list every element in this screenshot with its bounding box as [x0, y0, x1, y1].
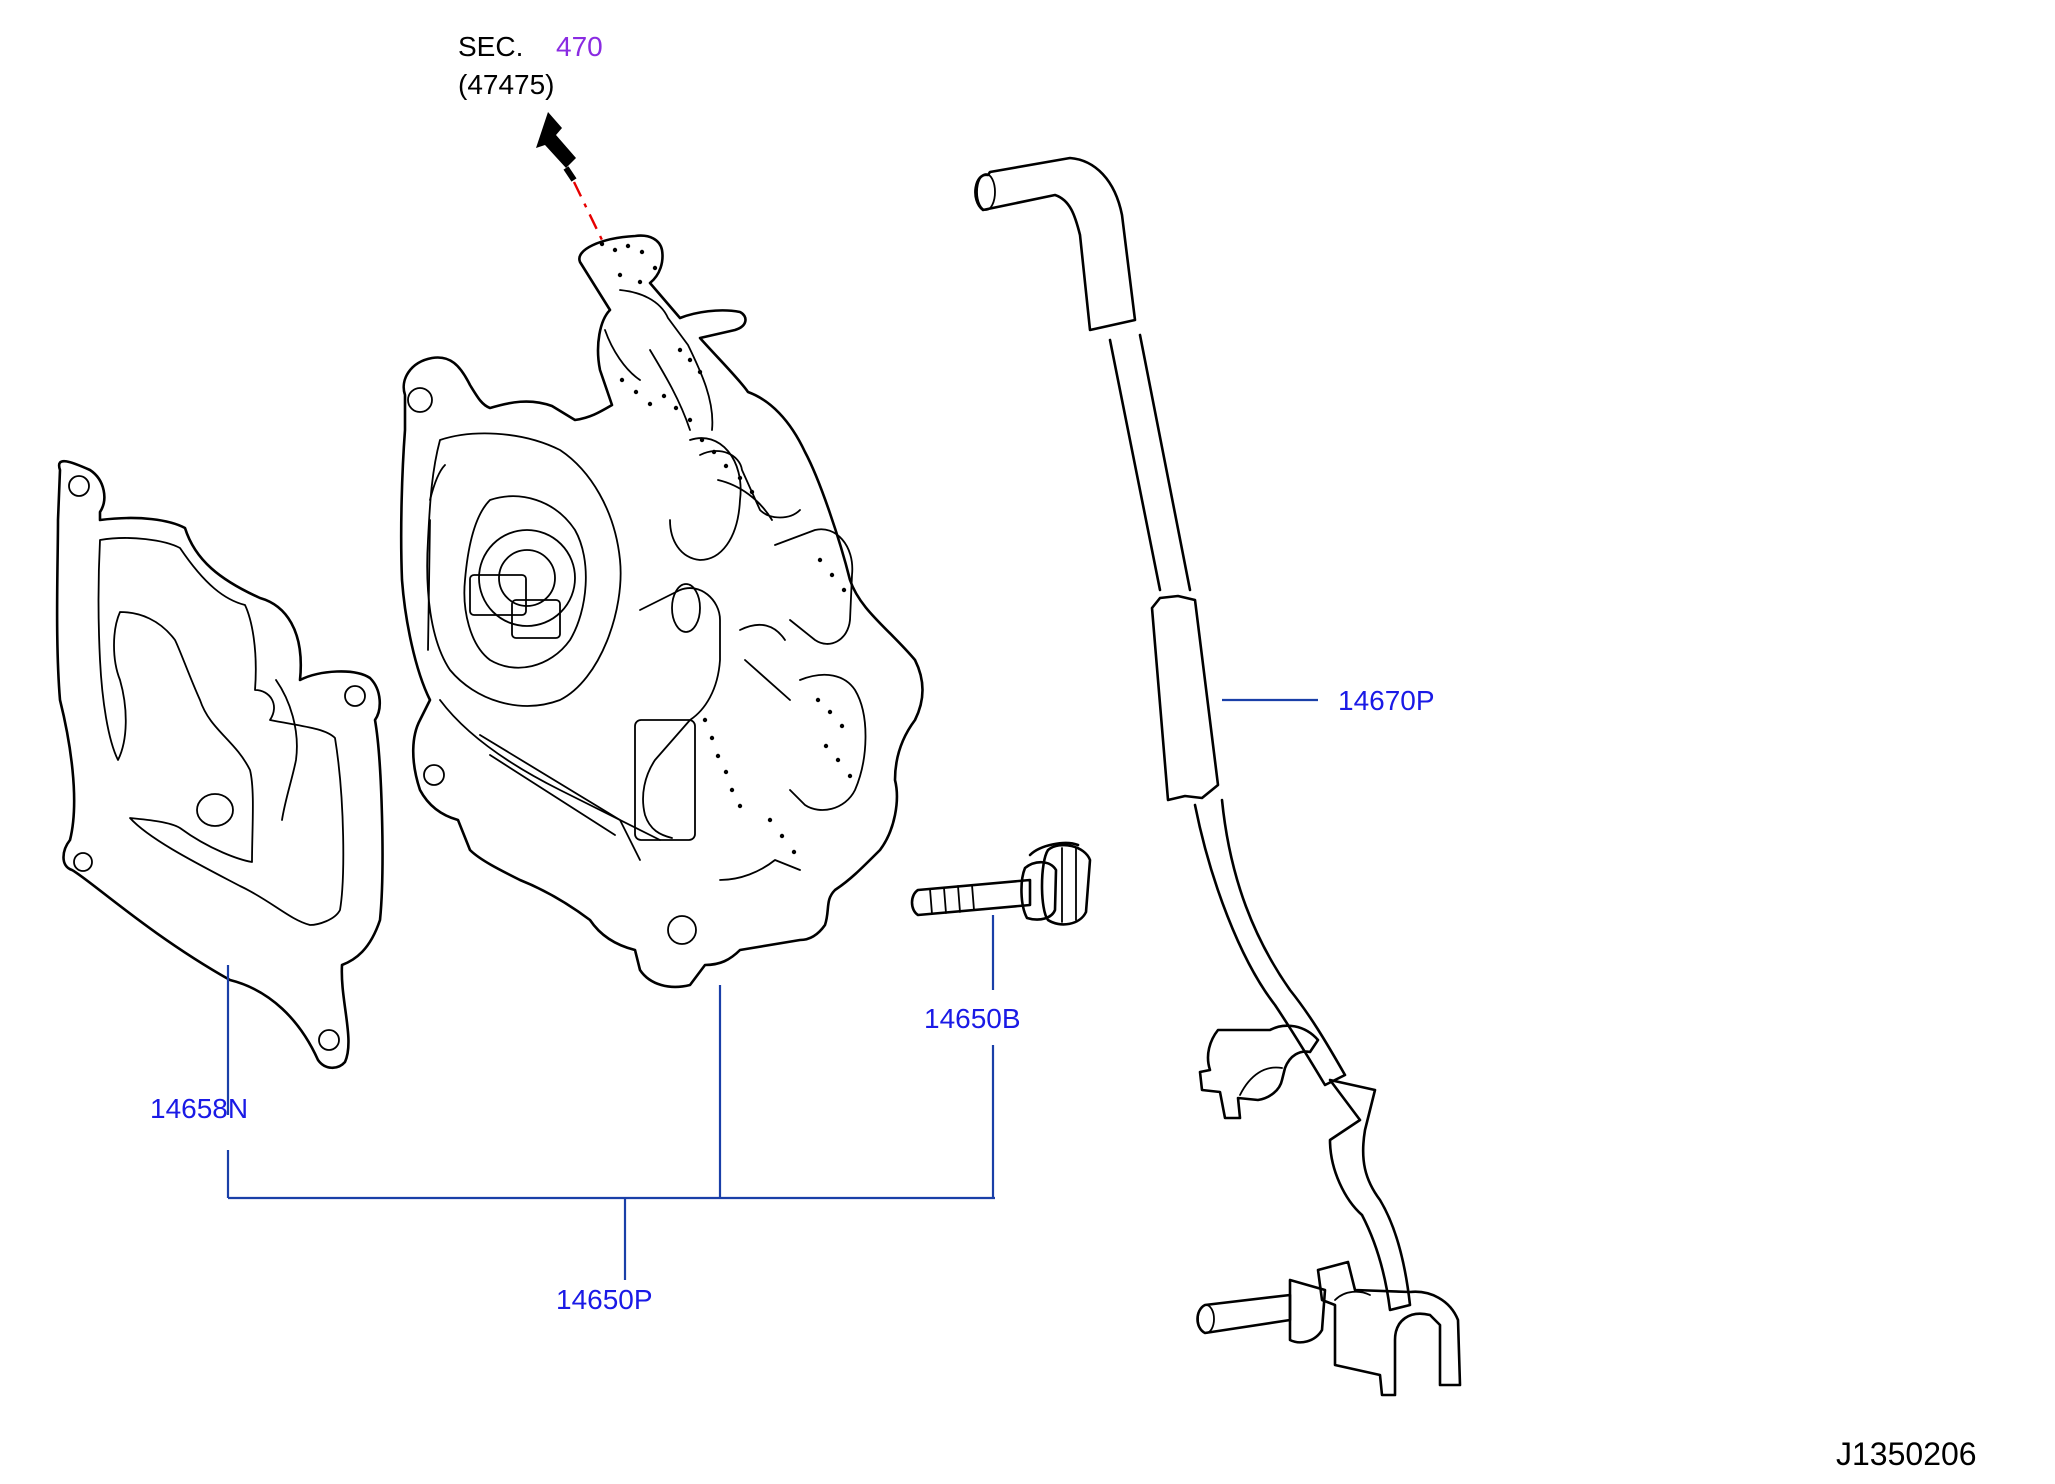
- bolt-drawing[interactable]: [910, 841, 1092, 926]
- gasket-drawing[interactable]: [55, 459, 384, 1070]
- callout-14650b[interactable]: 14650B: [924, 1003, 1021, 1034]
- vacuum-hose-drawing[interactable]: [974, 156, 1462, 1397]
- surface-stipple: [599, 241, 853, 855]
- leader-lines: [226, 698, 1318, 1280]
- section-prefix: SEC.: [458, 31, 523, 62]
- section-arrow-icon: [536, 112, 577, 182]
- section-reference[interactable]: SEC. 470 (47475): [458, 31, 603, 100]
- diagram-id: J1350206: [1836, 1436, 1977, 1472]
- section-sub-reference: (47475): [458, 69, 555, 100]
- callout-14670p[interactable]: 14670P: [1338, 685, 1435, 716]
- vacuum-pump-drawing[interactable]: [399, 234, 924, 989]
- phantom-line: [572, 181, 604, 241]
- callout-14658n[interactable]: 14658N: [150, 1093, 248, 1124]
- callout-14650p[interactable]: 14650P: [556, 1284, 653, 1315]
- section-number-link[interactable]: 470: [556, 31, 603, 62]
